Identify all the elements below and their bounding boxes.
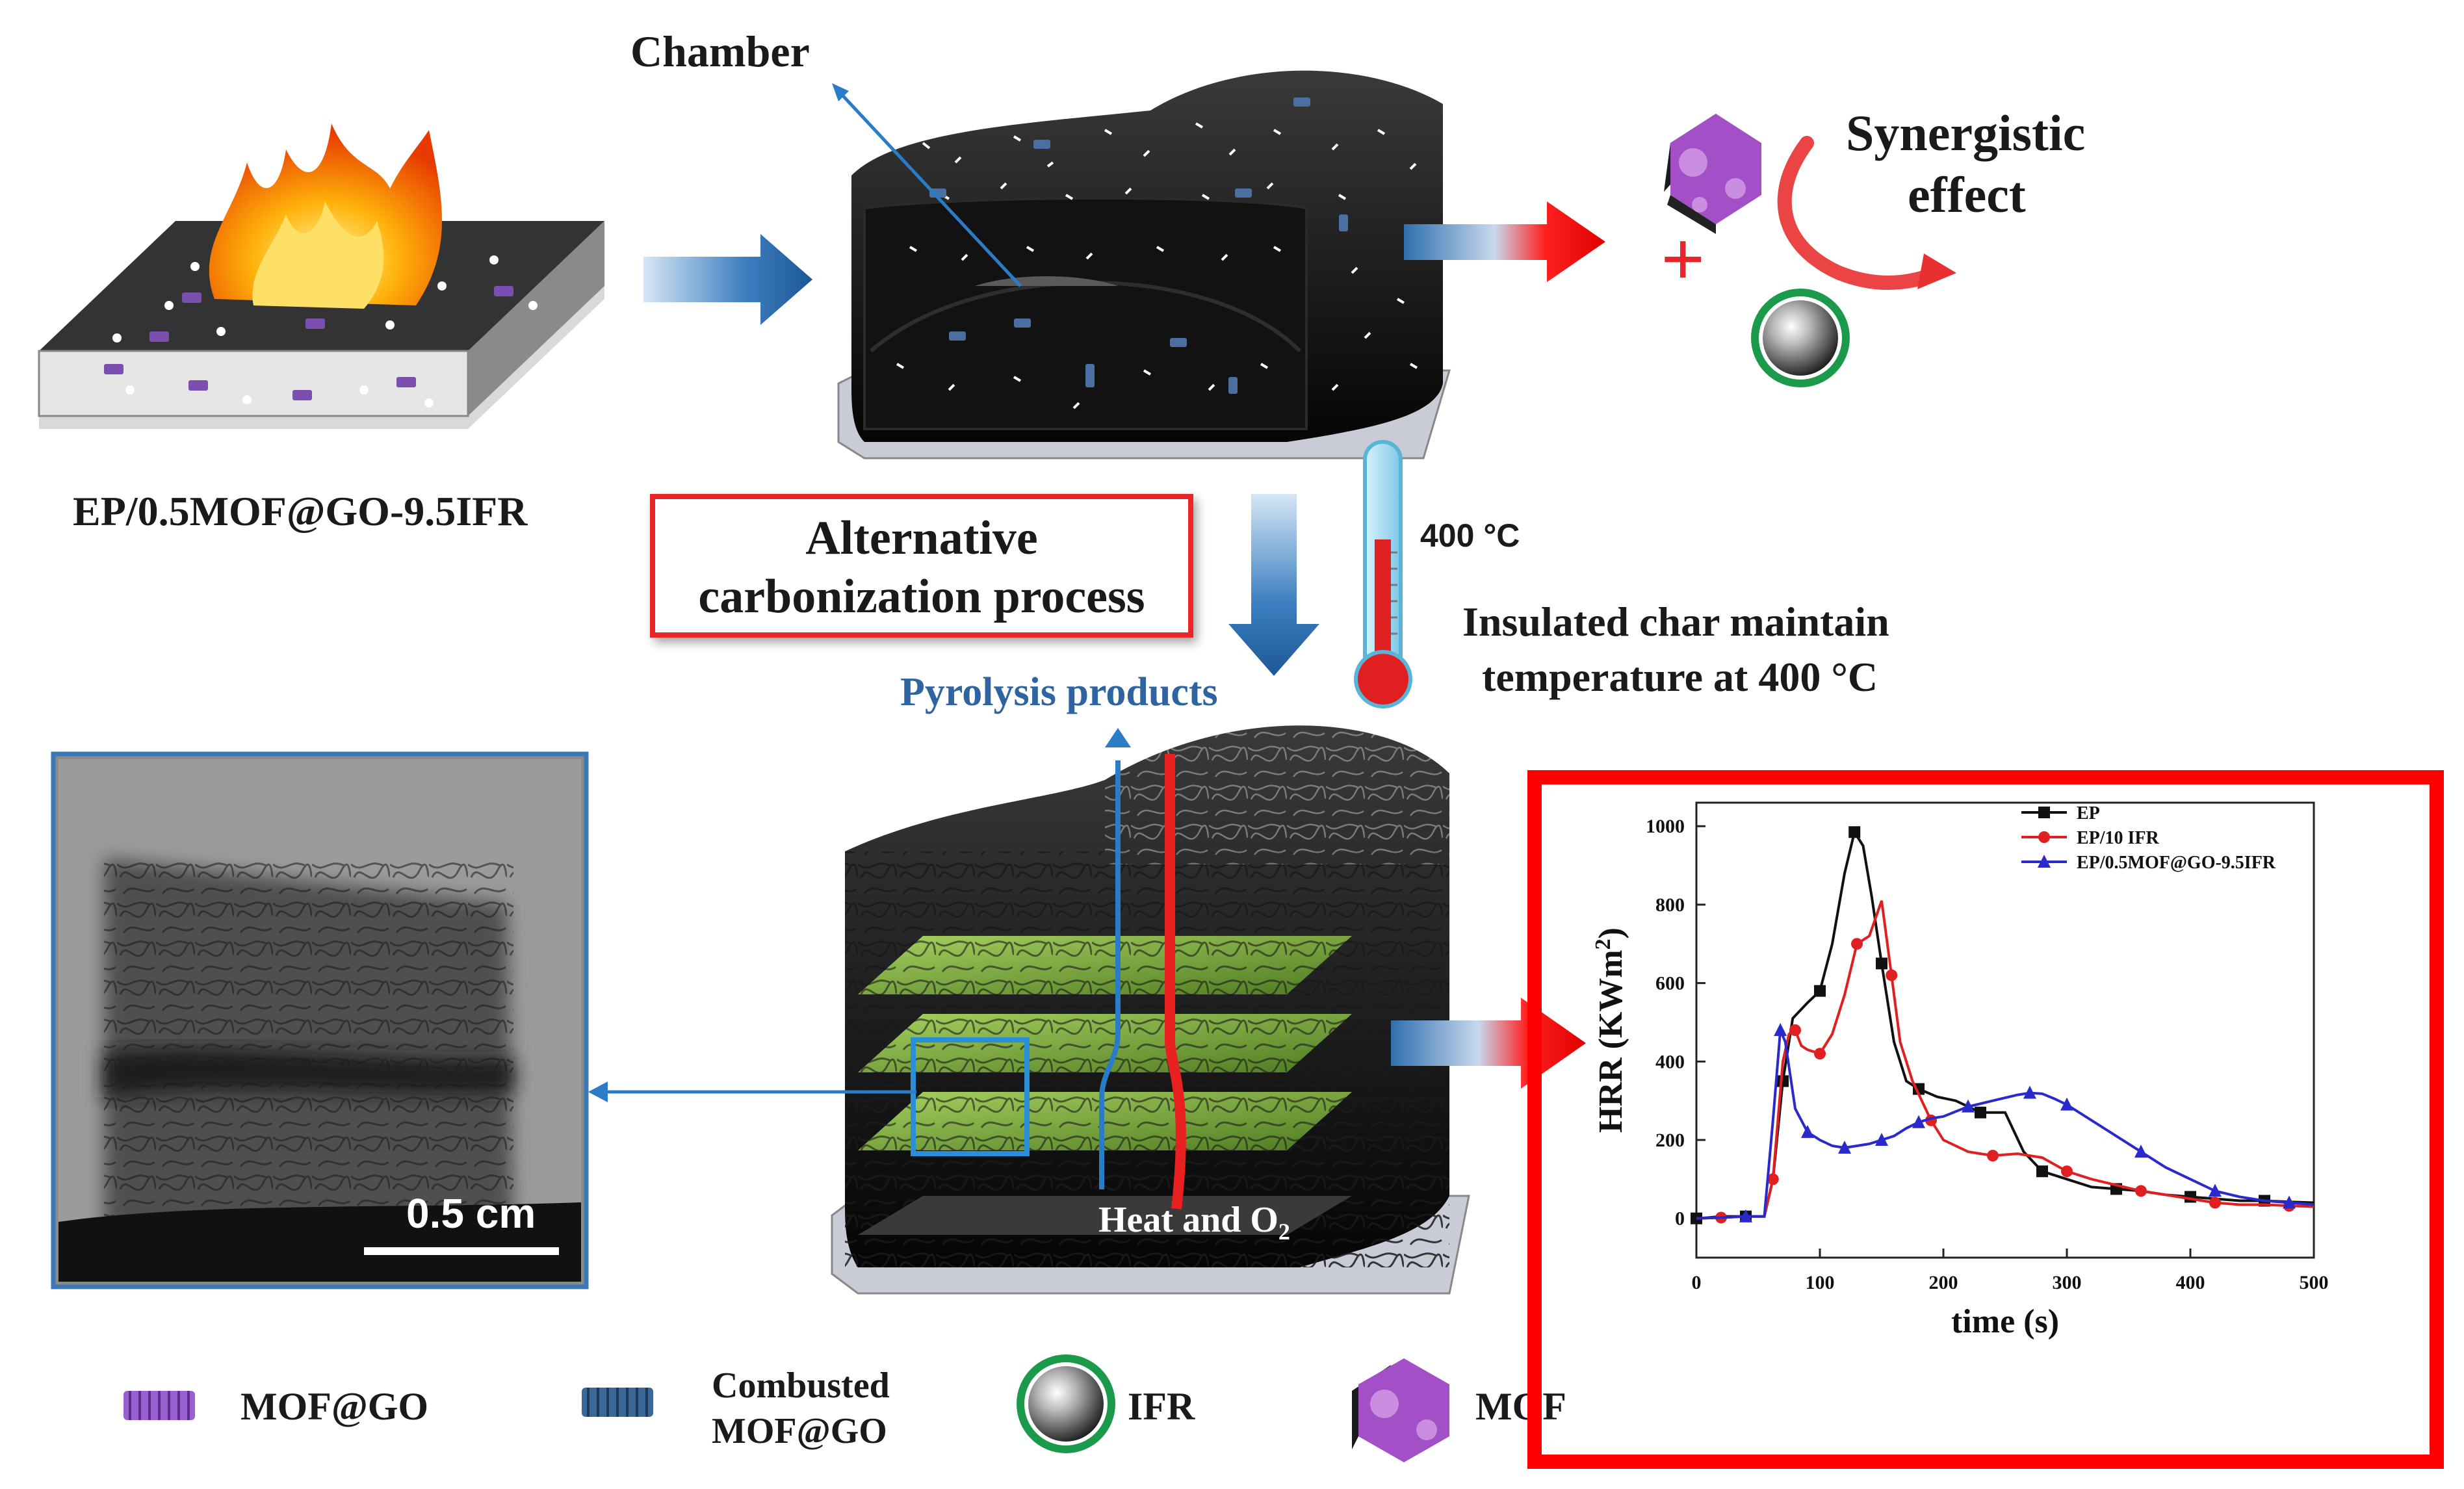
legend-label-EP/0.5MOF@GO-9.5IFR: EP/0.5MOF@GO-9.5IFR: [2077, 853, 2276, 873]
flow-arrow-down: [1228, 494, 1319, 676]
point-EP/10 IFR: [1851, 938, 1863, 950]
char-box-illustration: [831, 725, 1470, 1295]
point-EP/0.5MOF@GO-9.5IFR: [2134, 1145, 2147, 1158]
y-tick-label: 800: [1655, 894, 1685, 916]
synergistic-label-line1: Synergistic: [1846, 105, 2086, 161]
legend-combusted-line2: MOF@GO: [712, 1411, 887, 1451]
point-EP: [1876, 957, 1887, 970]
ifr-legend-icon: [1017, 1354, 1115, 1453]
pyrolysis-label: Pyrolysis products: [900, 670, 1218, 714]
y-tick-label: 200: [1655, 1130, 1685, 1151]
point-EP/0.5MOF@GO-9.5IFR: [1962, 1099, 1975, 1113]
legend-ifr-label: IFR: [1128, 1385, 1195, 1428]
alternative-label-line1: Alternative: [805, 511, 1038, 565]
synergy-arrowhead: [1917, 253, 1956, 289]
legend-label-EP: EP: [2077, 803, 2100, 823]
insulated-label-line1: Insulated char maintain: [1462, 599, 1889, 645]
sem-image: [51, 751, 589, 1289]
flame-icon: [209, 123, 442, 309]
point-EP/10 IFR: [1767, 1173, 1779, 1185]
x-tick-label: 500: [2300, 1272, 2329, 1293]
point-EP/0.5MOF@GO-9.5IFR: [2060, 1097, 2073, 1111]
point-EP/0.5MOF@GO-9.5IFR: [1739, 1209, 1752, 1223]
series-line-EP/10 IFR: [1696, 900, 2315, 1220]
point-EP/10 IFR: [2038, 831, 2050, 843]
flow-arrow-1: [643, 234, 812, 325]
point-EP/0.5MOF@GO-9.5IFR: [1912, 1115, 1925, 1128]
point-EP/10 IFR: [1987, 1150, 1999, 1162]
sample-label: EP/0.5MOF@GO-9.5IFR: [73, 488, 528, 534]
legend-combusted-line1: Combusted: [712, 1366, 890, 1406]
y-tick-label: 600: [1655, 973, 1685, 994]
x-tick-label: 200: [1929, 1272, 1958, 1293]
series-line-EP/0.5MOF@GO-9.5IFR: [1696, 1029, 2315, 1220]
synergistic-label-line2: effect: [1908, 166, 2026, 223]
y-tick-label: 1000: [1646, 816, 1685, 837]
point-EP/0.5MOF@GO-9.5IFR: [1838, 1141, 1851, 1154]
point-EP: [2036, 1165, 2048, 1178]
combusted-mofgo-legend-icon: [582, 1388, 653, 1417]
mof-legend-icon: [1352, 1358, 1449, 1462]
point-EP: [1814, 985, 1826, 997]
chamber-box-illustration: [837, 70, 1451, 460]
point-EP/10 IFR: [2209, 1197, 2221, 1209]
y-axis-label-superscript: 2: [1591, 939, 1615, 950]
x-tick-label: 100: [1806, 1272, 1835, 1293]
heat-o2-label: Heat and O2: [1098, 1199, 1290, 1245]
heat-o2-subscript: 2: [1278, 1219, 1290, 1245]
y-axis-label: HRR (KWm2): [1591, 927, 1629, 1133]
heat-o2-text: Heat and O: [1098, 1200, 1278, 1240]
synergy-curve-arrow: [1777, 136, 1944, 290]
mofgo-legend-icon: [123, 1391, 195, 1420]
point-EP/10 IFR: [1789, 1024, 1801, 1036]
point-EP: [1975, 1106, 1986, 1119]
x-tick-label: 0: [1692, 1272, 1702, 1293]
y-axis-label-main: HRR (KWm: [1592, 950, 1629, 1133]
plus-sign: +: [1661, 216, 1705, 302]
point-EP/0.5MOF@GO-9.5IFR: [2283, 1195, 2296, 1209]
flow-arrow-2: [1404, 201, 1605, 282]
x-tick-label: 400: [2176, 1272, 2205, 1293]
sample-slab-illustration: [38, 221, 604, 429]
insulated-label-line2: temperature at 400 °C: [1482, 654, 1878, 700]
point-EP/0.5MOF@GO-9.5IFR: [2209, 1184, 2222, 1197]
point-EP/10 IFR: [1886, 969, 1898, 981]
scale-bar-label: 0.5 cm: [406, 1190, 536, 1237]
point-EP: [2038, 807, 2050, 818]
temperature-label: 400 °C: [1420, 517, 1520, 554]
chamber-pointer-arrowhead: [832, 83, 849, 101]
point-EP/0.5MOF@GO-9.5IFR: [2038, 855, 2051, 868]
point-EP/10 IFR: [2061, 1165, 2073, 1178]
point-EP: [1848, 826, 1861, 838]
chart-highlight-frame: [1527, 770, 2444, 1469]
pyrolysis-path-line: [1099, 760, 1121, 1189]
legend-label-EP/10 IFR: EP/10 IFR: [2077, 828, 2160, 848]
point-EP/0.5MOF@GO-9.5IFR: [1875, 1132, 1888, 1146]
thermometer-icon: [1354, 440, 1412, 708]
alternative-carbonization-box: Alternative carbonization process: [650, 494, 1193, 638]
legend-mofgo-label: MOF@GO: [240, 1385, 429, 1428]
heat-path-line: [1165, 754, 1186, 1210]
pyrolysis-arrowhead: [1105, 728, 1131, 747]
chamber-pointer-line: [837, 90, 1022, 287]
point-EP/0.5MOF@GO-9.5IFR: [2023, 1085, 2036, 1099]
sem-pointer-arrowhead: [588, 1081, 608, 1102]
point-EP/0.5MOF@GO-9.5IFR: [1801, 1124, 1814, 1138]
point-EP/0.5MOF@GO-9.5IFR: [1774, 1023, 1787, 1036]
x-axis-label: time (s): [1951, 1303, 2059, 1340]
ifr-sphere-icon: [1751, 289, 1850, 387]
x-tick-label: 300: [2053, 1272, 2082, 1293]
point-EP/10 IFR: [1814, 1048, 1826, 1060]
mof-hexagon-icon: [1664, 114, 1761, 234]
y-axis-label-close: ): [1592, 927, 1629, 939]
legend-mof-label: MOF: [1475, 1385, 1566, 1428]
y-tick-label: 400: [1655, 1051, 1685, 1072]
y-tick-label: 0: [1675, 1208, 1685, 1230]
point-EP/10 IFR: [2135, 1185, 2147, 1197]
chamber-label: Chamber: [630, 27, 810, 76]
alternative-label-line2: carbonization process: [698, 570, 1145, 623]
